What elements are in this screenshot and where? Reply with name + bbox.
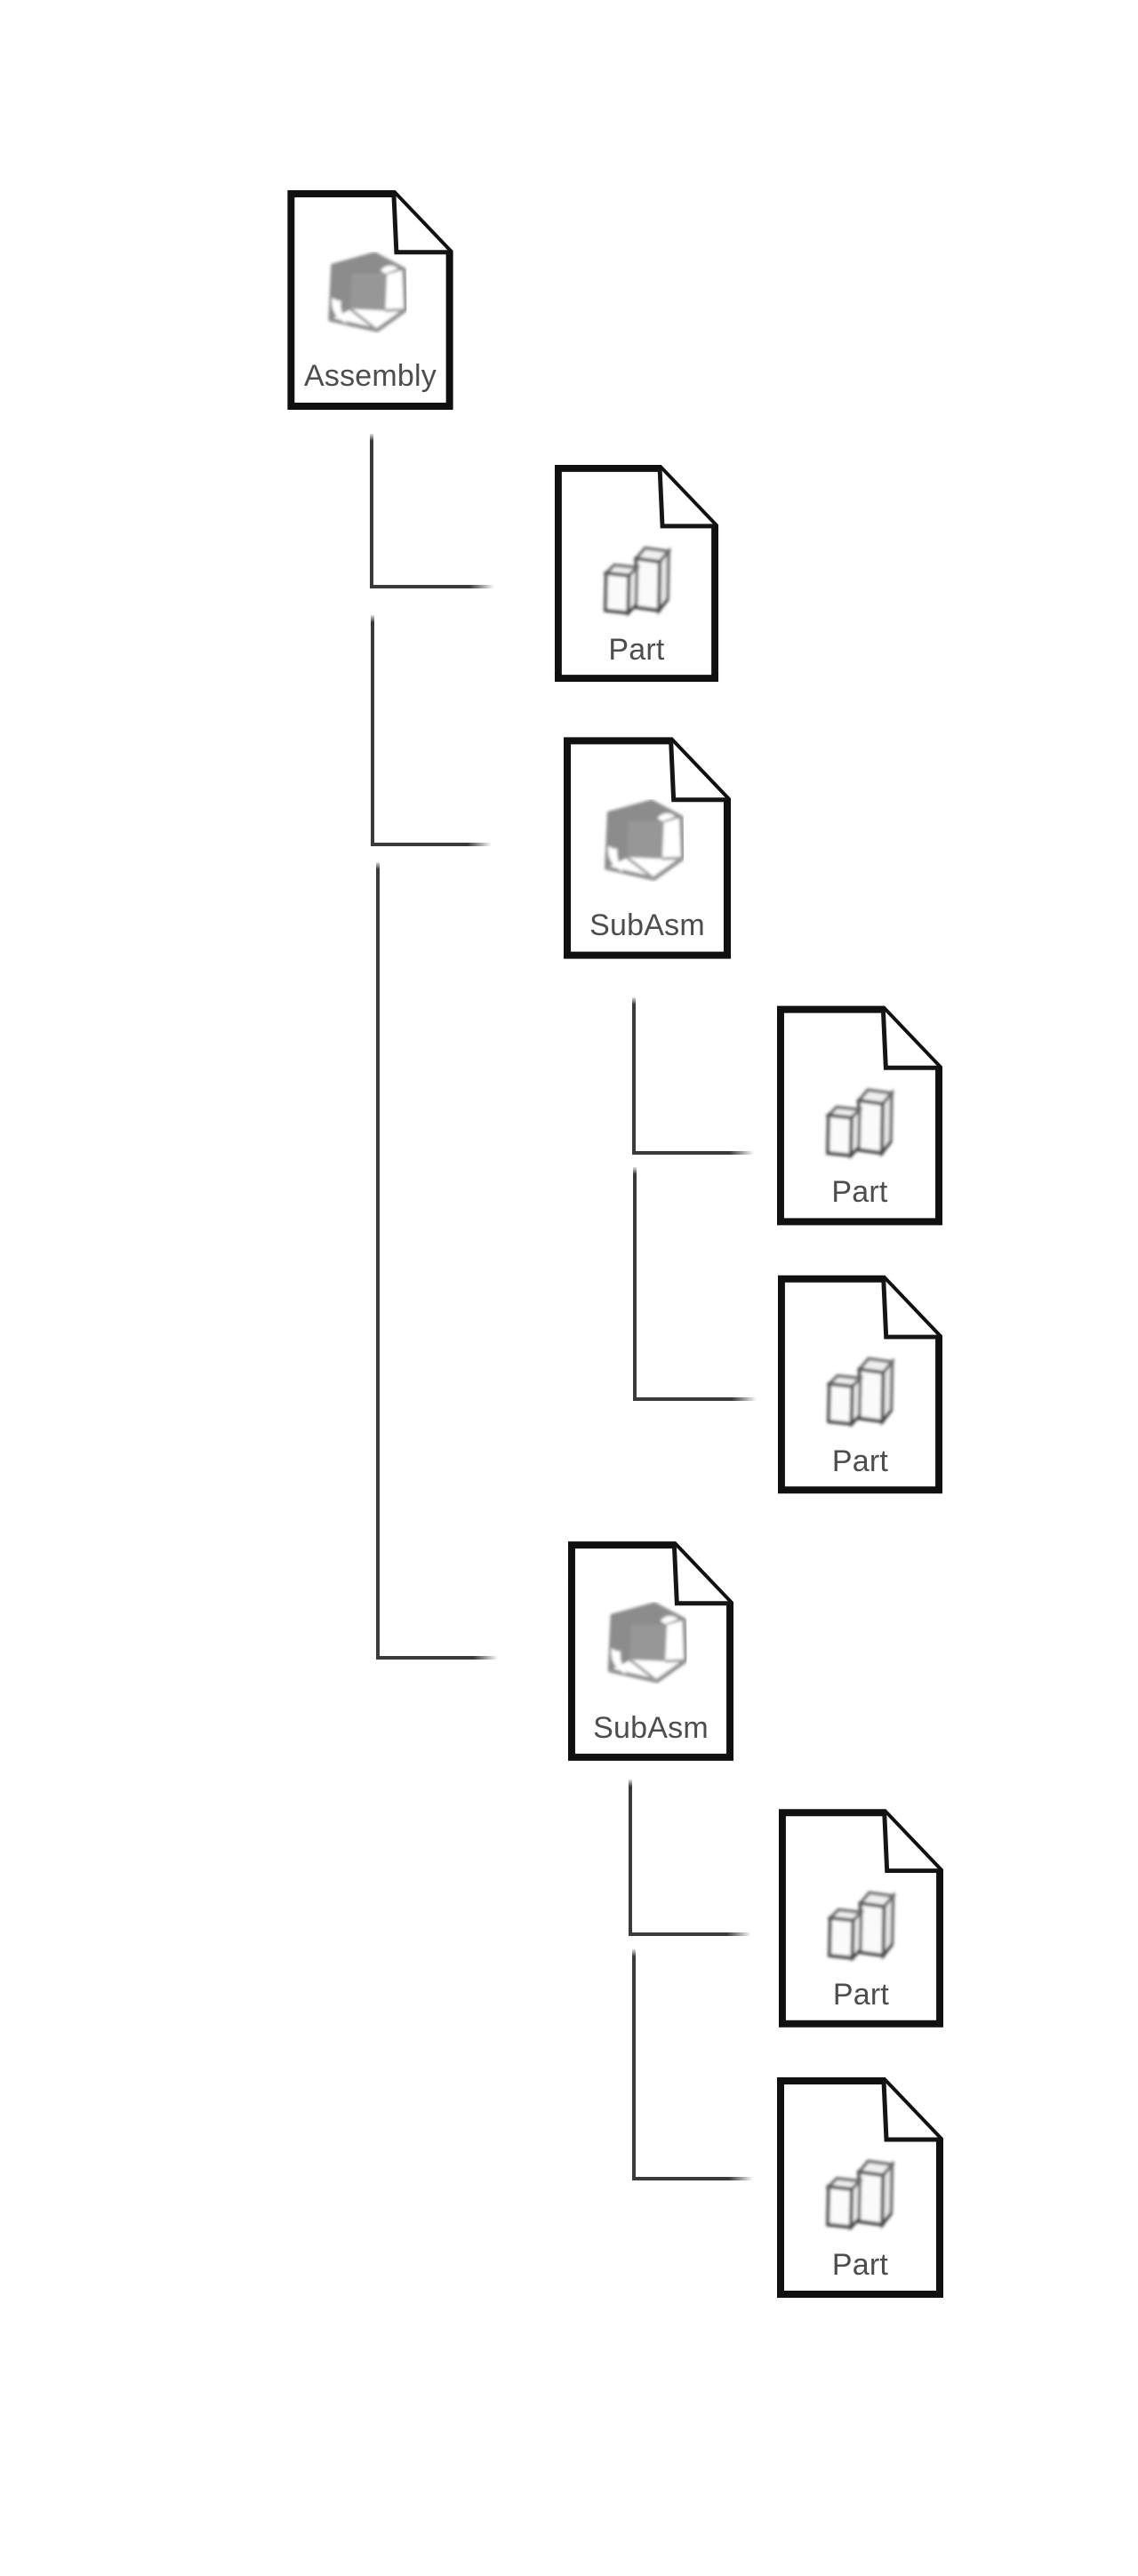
assembly-cube-icon — [604, 1602, 687, 1684]
connector-assembly-part1-vertical — [370, 434, 373, 588]
connector-assembly-part1-horizontal — [370, 585, 494, 588]
node-label: Assembly — [304, 359, 437, 393]
part-prisms-icon — [818, 1074, 900, 1172]
node-label: Part — [832, 1978, 890, 2012]
connector-assembly-subasm2-horizontal — [376, 1656, 498, 1660]
part-prisms-icon — [819, 1342, 901, 1440]
part-prisms-icon — [820, 1876, 902, 1974]
connector-assembly-subasm2-vertical — [376, 862, 380, 1660]
doc-node-part-2: Part — [776, 1004, 943, 1227]
doc-node-subasm-2: SubAsm — [567, 1540, 734, 1763]
doc-node-part-5: Part — [776, 2076, 944, 2300]
doc-node-subasm-1: SubAsm — [563, 736, 732, 960]
node-label: SubAsm — [593, 1711, 709, 1745]
connector-subasm2-part4-horizontal — [629, 1932, 751, 1936]
connector-subasm1-part3-vertical — [633, 1167, 637, 1401]
connector-subasm2-part5-horizontal — [632, 2177, 753, 2180]
doc-node-part-1: Part — [554, 462, 719, 684]
node-label: Part — [831, 2248, 889, 2282]
node-label: Part — [608, 633, 665, 667]
connector-assembly-subasm1-horizontal — [371, 843, 492, 846]
connector-assembly-subasm1-vertical — [371, 615, 374, 846]
connector-subasm2-part4-vertical — [629, 1780, 632, 1936]
assembly-cube-icon — [600, 799, 685, 882]
node-label: SubAsm — [589, 908, 705, 942]
assembly-cube-icon — [324, 252, 408, 333]
connector-subasm1-part2-vertical — [632, 997, 636, 1155]
doc-node-assembly: Assembly — [286, 189, 454, 411]
connector-subasm1-part3-horizontal — [633, 1397, 757, 1401]
part-prisms-icon — [596, 532, 677, 629]
doc-node-part-4: Part — [778, 1807, 944, 2029]
doc-node-part-3: Part — [777, 1273, 943, 1496]
node-label: Part — [831, 1444, 889, 1478]
part-prisms-icon — [818, 2145, 901, 2244]
connector-subasm2-part5-vertical — [632, 1949, 636, 2180]
connector-subasm1-part2-horizontal — [632, 1151, 754, 1155]
node-label: Part — [831, 1175, 888, 1209]
